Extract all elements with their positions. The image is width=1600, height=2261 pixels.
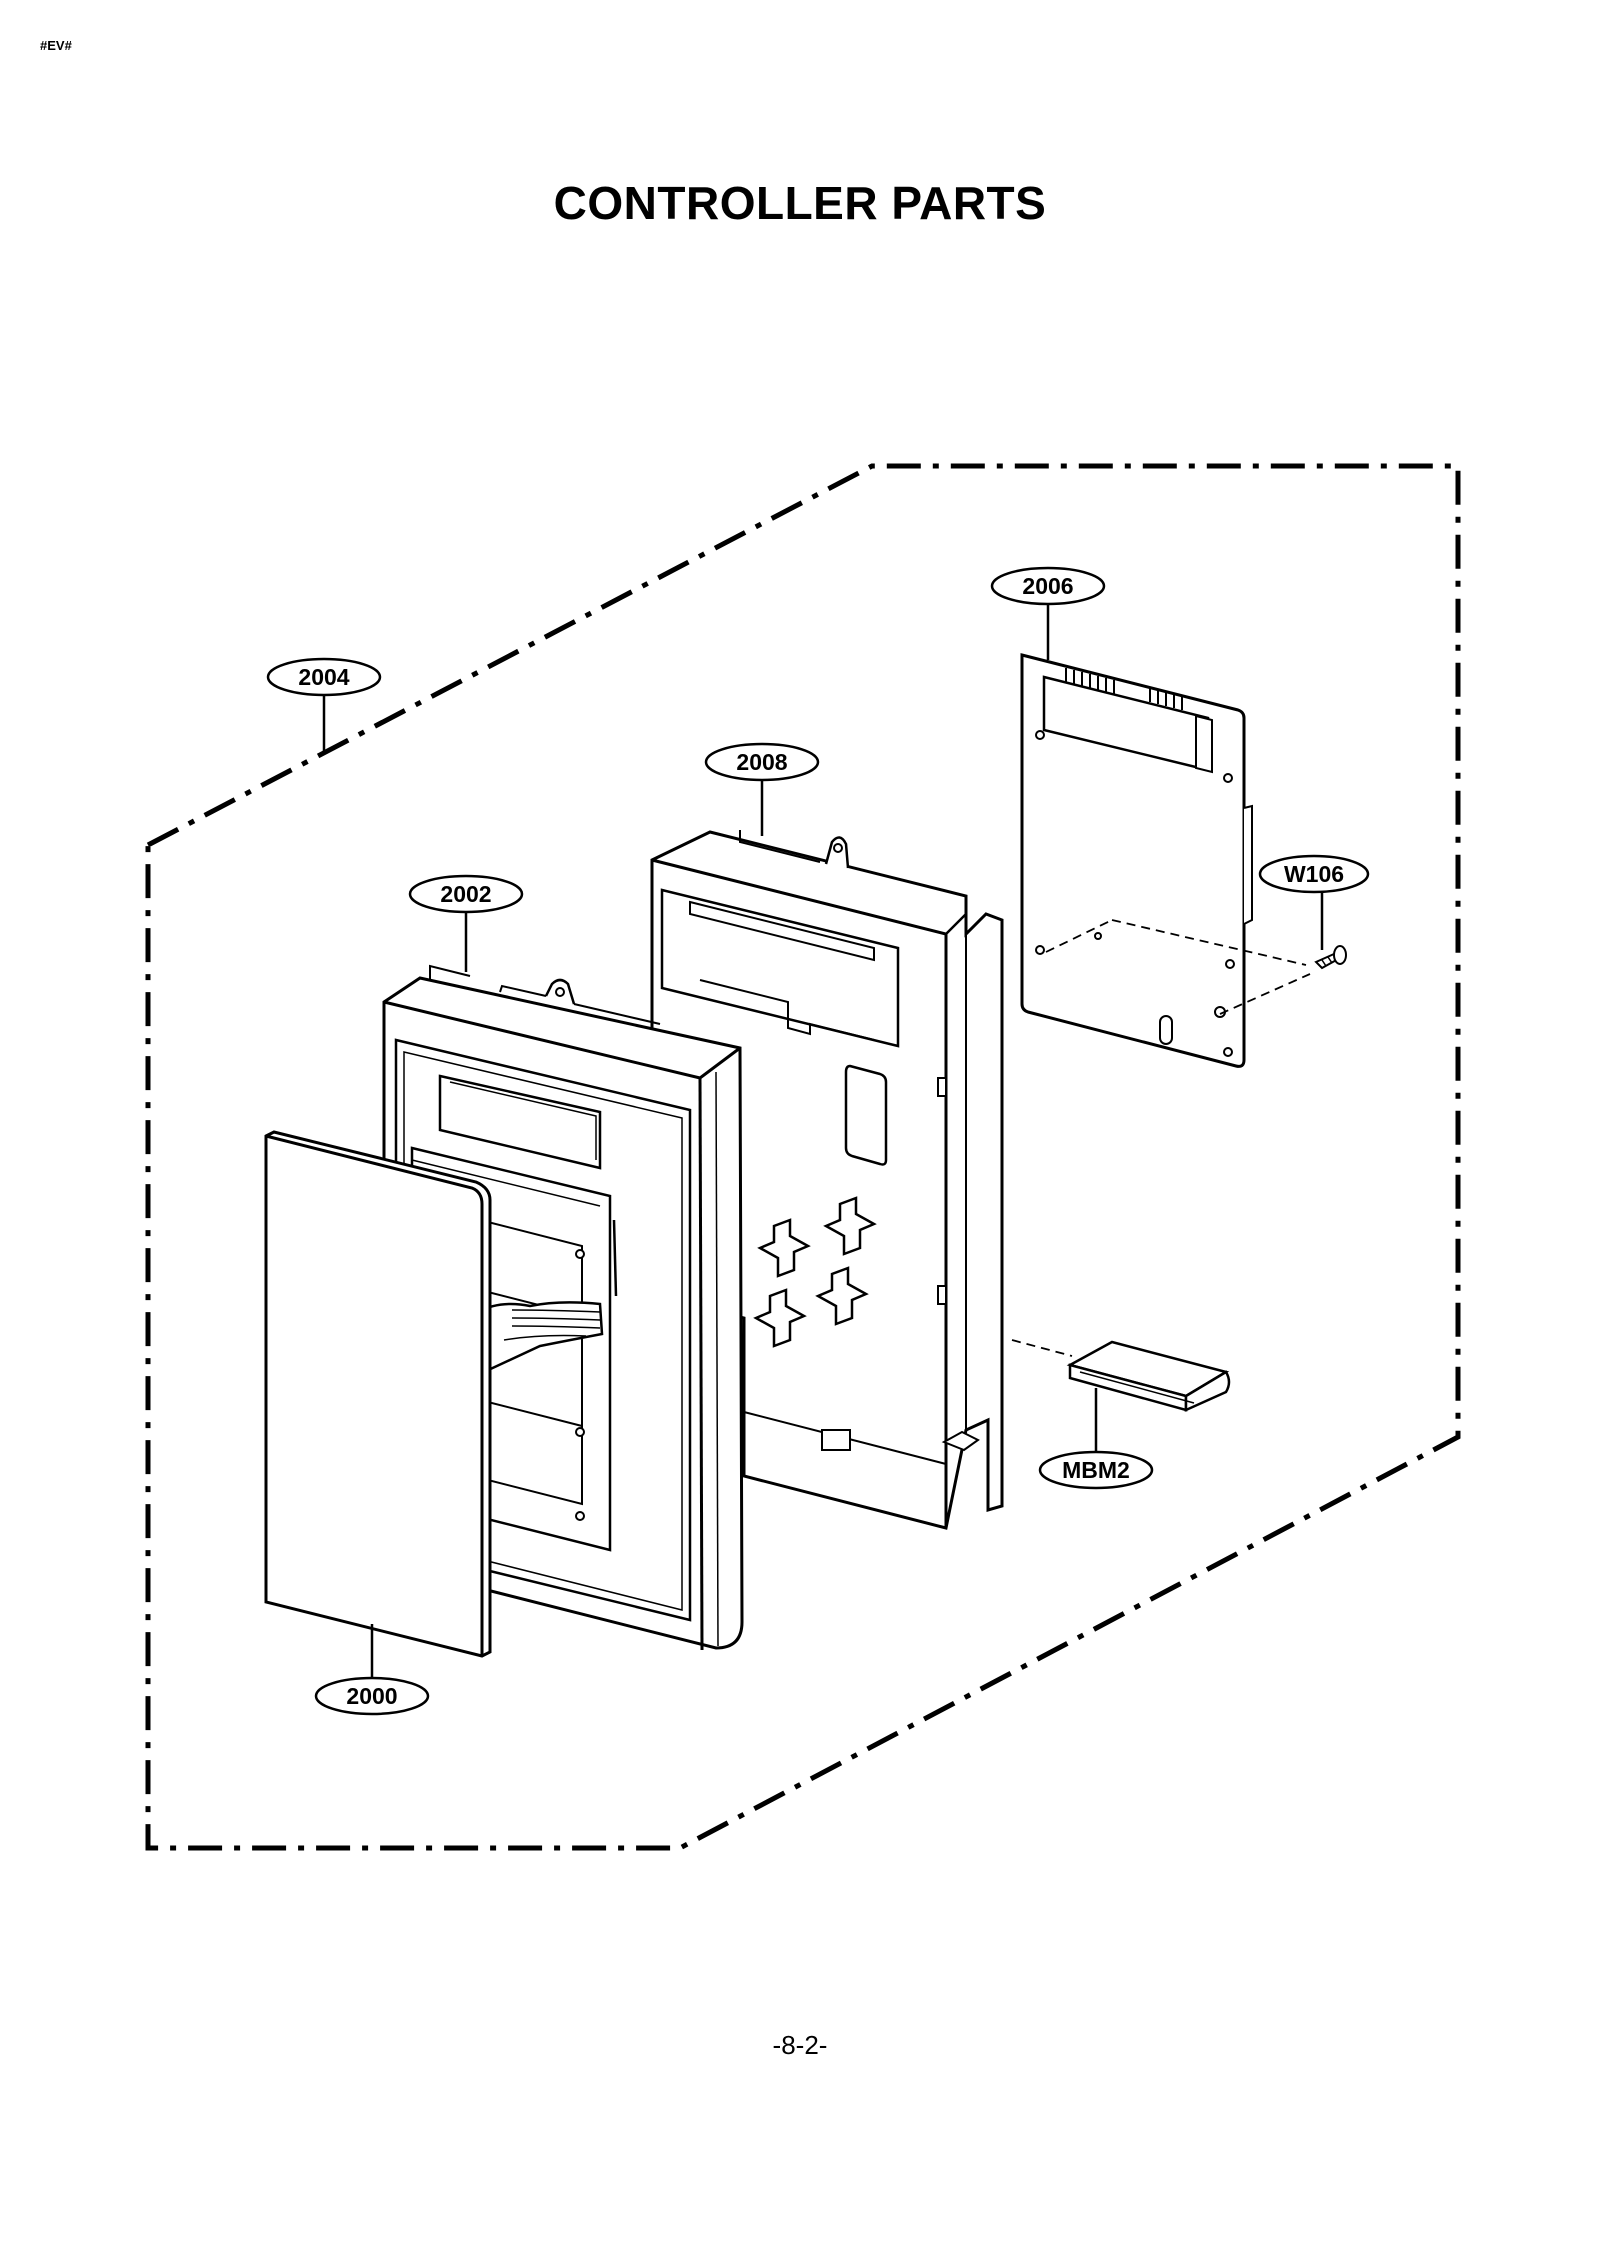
callout-label: 2006 — [1022, 573, 1073, 599]
front-sheet-2000 — [264, 1130, 492, 1658]
callout-label: 2000 — [346, 1683, 397, 1709]
bracket-mbm2 — [1011, 1339, 1231, 1412]
callout-2004: 2004 — [266, 657, 382, 752]
callout-mbm2: MBM2 — [1038, 1388, 1154, 1490]
callout-label: W106 — [1284, 861, 1344, 887]
callout-label: 2008 — [736, 749, 787, 775]
document-code: #EV# — [40, 38, 72, 53]
callout-label: MBM2 — [1062, 1457, 1130, 1483]
callout-label: 2002 — [440, 881, 491, 907]
controller-frame-2008 — [650, 830, 1004, 1530]
pcb-board-2006 — [1020, 653, 1311, 1068]
page-title: CONTROLLER PARTS — [553, 177, 1047, 229]
callout-2008: 2008 — [704, 742, 820, 836]
callout-2002: 2002 — [408, 874, 524, 972]
callout-2000: 2000 — [314, 1624, 430, 1716]
screw-w106 — [1314, 945, 1347, 970]
assembly-boundary — [145, 463, 1461, 1851]
callout-2006: 2006 — [990, 566, 1106, 660]
callout-w106: W106 — [1258, 854, 1370, 950]
page-number: -8-2- — [772, 2030, 828, 2060]
callout-label: 2004 — [298, 664, 349, 690]
